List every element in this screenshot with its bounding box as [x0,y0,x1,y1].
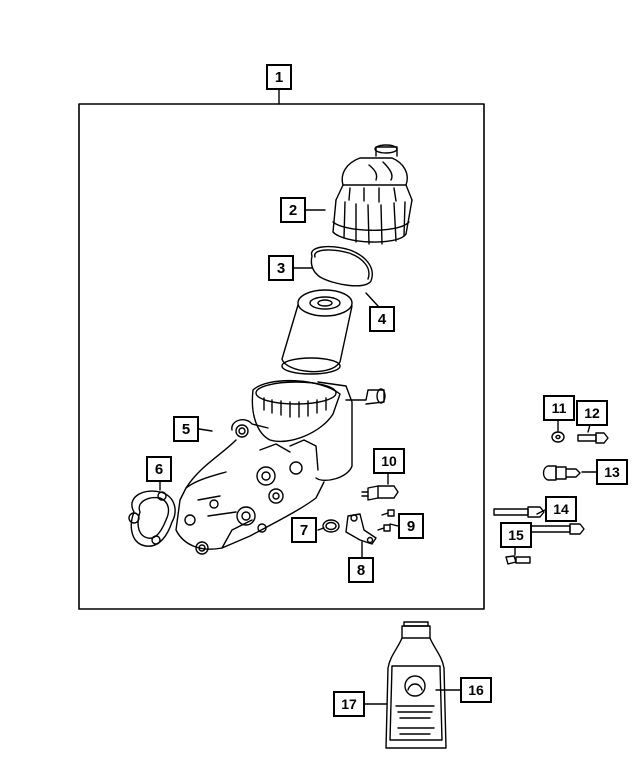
callout-label: 5 [181,420,191,438]
assembly-frame [78,103,485,610]
oil-pressure-sensor [361,485,399,501]
callout-label: 14 [553,501,569,517]
callout-14: 14 [545,496,577,522]
callout-label: 1 [274,68,284,86]
callout-6: 6 [146,456,172,482]
washer [551,431,565,443]
o-ring [310,245,373,287]
callout-label: 9 [406,517,416,535]
callout-label: 8 [356,561,366,579]
leader-5 [198,428,213,432]
callout-label: 16 [468,682,484,698]
callout-label: 15 [508,527,524,543]
callout-label: 17 [341,696,357,712]
callout-15: 15 [500,522,532,548]
oil-temperature-switch [542,465,581,481]
bolt-12 [577,432,609,444]
callout-8: 8 [348,557,374,583]
leader-4 [365,292,379,307]
callout-11: 11 [543,395,575,421]
housing-gasket [128,490,176,547]
callout-label: 4 [377,310,387,328]
filter-housing-cap [332,144,413,245]
filter-housing [175,380,386,555]
callout-13: 13 [596,459,628,485]
callout-3: 3 [268,255,294,281]
callout-label: 10 [381,453,397,469]
callout-label: 12 [584,405,600,421]
small-o-ring [322,519,340,533]
callout-9: 9 [398,513,424,539]
bolt-15 [505,555,531,565]
callout-10: 10 [373,448,405,474]
leader-9 [389,523,399,527]
callout-label: 6 [154,460,164,478]
callout-1: 1 [266,64,292,90]
callout-label: 13 [604,464,620,480]
callout-17: 17 [333,691,365,717]
oil-filter-element [281,289,353,375]
callout-16: 16 [460,677,492,703]
callout-label: 11 [551,400,567,416]
callout-label: 3 [276,259,286,277]
callout-5: 5 [173,416,199,442]
callout-4: 4 [369,306,395,332]
callout-label: 2 [288,201,298,219]
callout-2: 2 [280,197,306,223]
bracket [345,513,377,545]
small-bolts [377,509,395,532]
callout-7: 7 [291,517,317,543]
callout-label: 7 [299,521,309,539]
callout-12: 12 [576,400,608,426]
leader-12 [587,424,591,433]
oil-bottle [385,621,447,749]
